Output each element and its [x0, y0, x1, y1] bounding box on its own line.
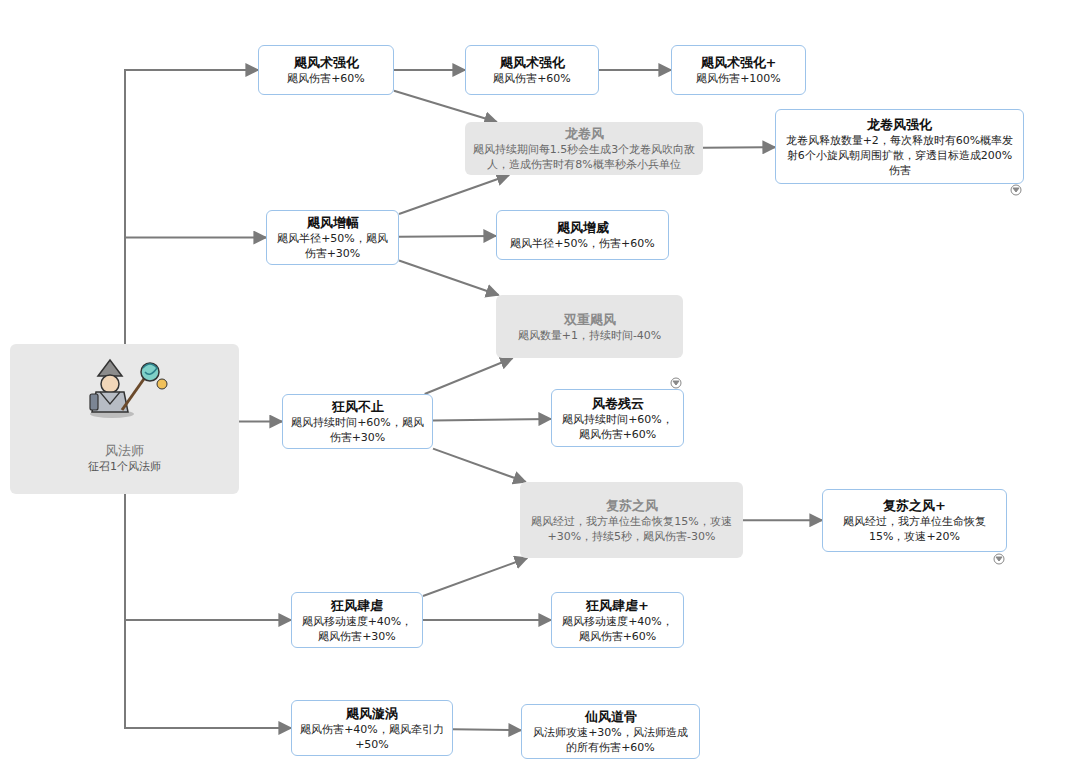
skill-box: 复苏之风+飓风经过，我方单位生命恢复15%，攻速+20%: [822, 489, 1007, 552]
arrow-connector: [433, 419, 551, 421]
skill-effect: 飓风移动速度+40%，飓风伤害+60%: [558, 614, 677, 644]
skill-name: 风法师: [105, 442, 144, 459]
skill-effect: 飓风伤害+100%: [696, 71, 781, 86]
skill-box: 飓风漩涡飓风伤害+40%，飓风牵引力+50%: [291, 700, 453, 756]
skill-effect: 飓风经过，我方单位生命恢复15%，攻速+20%: [829, 514, 1000, 544]
skill-box: 狂风不止飓风持续时间+60%，飓风伤害+30%: [282, 394, 433, 449]
branch-skill-box: 龙卷风飓风持续期间每1.5秒会生成3个龙卷风吹向敌人，造成伤害时有8%概率秒杀小…: [465, 122, 703, 175]
branch-skill-box: 双重飓风飓风数量+1，持续时间-40%: [496, 295, 683, 358]
arrow-connector: [743, 519, 822, 521]
skill-box: 狂风肆虐飓风移动速度+40%，飓风伤害+30%: [291, 592, 423, 648]
skill-effect: 龙卷风释放数量+2，每次释放时有60%概率发射6个小旋风朝周围扩散，穿透目标造成…: [782, 133, 1017, 178]
skill-box: 飓风增幅飓风半径+50%，飓风伤害+30%: [266, 210, 399, 265]
arrow-connector: [394, 69, 465, 71]
branch-skill-box: 复苏之风飓风经过，我方单位生命恢复15%，攻速+30%，持续5秒，飓风伤害-30…: [520, 482, 743, 558]
arrow-connector: [703, 146, 775, 148]
skill-name: 飓风增幅: [307, 214, 359, 231]
skill-box: 飓风增威飓风半径+50%，伤害+60%: [496, 210, 669, 260]
skill-effect: 征召1个风法师: [88, 459, 161, 474]
skill-effect: 飓风伤害+60%: [493, 71, 571, 86]
skill-box: 狂风肆虐+飓风移动速度+40%，飓风伤害+60%: [551, 592, 684, 648]
skill-effect: 飓风数量+1，持续时间-40%: [518, 328, 662, 343]
skill-name: 复苏之风: [606, 497, 658, 514]
skill-name: 复苏之风+: [883, 497, 946, 514]
skill-effect: 飓风经过，我方单位生命恢复15%，攻速+30%，持续5秒，飓风伤害-30%: [526, 514, 737, 544]
skill-name: 飓风术强化: [500, 54, 565, 71]
skill-name: 狂风不止: [332, 398, 384, 415]
arrow-connector: [599, 69, 671, 71]
skill-box: 飓风术强化飓风伤害+60%: [465, 45, 599, 95]
skill-effect: 飓风伤害+60%: [287, 71, 365, 86]
skill-box: 仙风道骨风法师攻速+30%，风法师造成的所有伤害+60%: [521, 704, 700, 759]
skill-name: 龙卷风强化: [867, 116, 932, 133]
arrow-connector: [399, 235, 496, 238]
arrow-connector: [423, 558, 527, 596]
skill-box: 飓风术强化+飓风伤害+100%: [671, 45, 806, 95]
skill-name: 飓风术强化: [294, 54, 359, 71]
skill-name: 风卷残云: [592, 395, 644, 412]
arrow-connector: [453, 729, 521, 730]
skill-effect: 飓风半径+50%，伤害+60%: [510, 236, 654, 251]
skill-effect: 飓风持续期间每1.5秒会生成3个龙卷风吹向敌人，造成伤害时有8%概率秒杀小兵单位: [471, 142, 697, 172]
arrow-connector: [423, 619, 551, 621]
skill-name: 飓风术强化+: [701, 54, 777, 71]
skill-box: 龙卷风强化龙卷风释放数量+2，每次释放时有60%概率发射6个小旋风朝周围扩散，穿…: [775, 109, 1024, 184]
skill-name: 飓风增威: [557, 219, 609, 236]
skill-name: 狂风肆虐: [331, 597, 383, 614]
skill-effect: 风法师攻速+30%，风法师造成的所有伤害+60%: [528, 725, 693, 755]
arrow-connector: [125, 494, 291, 728]
skill-name: 飓风漩涡: [346, 705, 398, 722]
skill-name: 仙风道骨: [585, 708, 637, 725]
skill-name: 龙卷风: [565, 125, 604, 142]
skill-name: 狂风肆虐+: [586, 597, 649, 614]
arrow-connector: [125, 238, 266, 345]
skill-box: 飓风术强化飓风伤害+60%: [258, 45, 394, 95]
skill-name: 双重飓风: [564, 311, 616, 328]
skill-effect: 飓风持续时间+60%，飓风伤害+60%: [558, 412, 677, 442]
skill-box: 风卷残云飓风持续时间+60%，飓风伤害+60%: [551, 389, 684, 447]
arrow-connector: [125, 70, 258, 344]
skill-effect: 飓风半径+50%，飓风伤害+30%: [273, 231, 392, 261]
arrow-connector: [125, 494, 291, 620]
arrow-connector: [425, 358, 513, 394]
root-box: 风法师征召1个风法师: [10, 344, 239, 494]
arrow-connector: [239, 421, 282, 423]
skill-effect: 飓风移动速度+40%，飓风伤害+30%: [298, 614, 416, 644]
skill-effect: 飓风持续时间+60%，飓风伤害+30%: [289, 415, 426, 445]
arrow-connector: [394, 91, 497, 122]
arrow-connector: [399, 261, 499, 296]
arrow-connector: [399, 175, 509, 214]
skill-effect: 飓风伤害+40%，飓风牵引力+50%: [298, 722, 446, 752]
arrow-connector: [433, 449, 526, 482]
